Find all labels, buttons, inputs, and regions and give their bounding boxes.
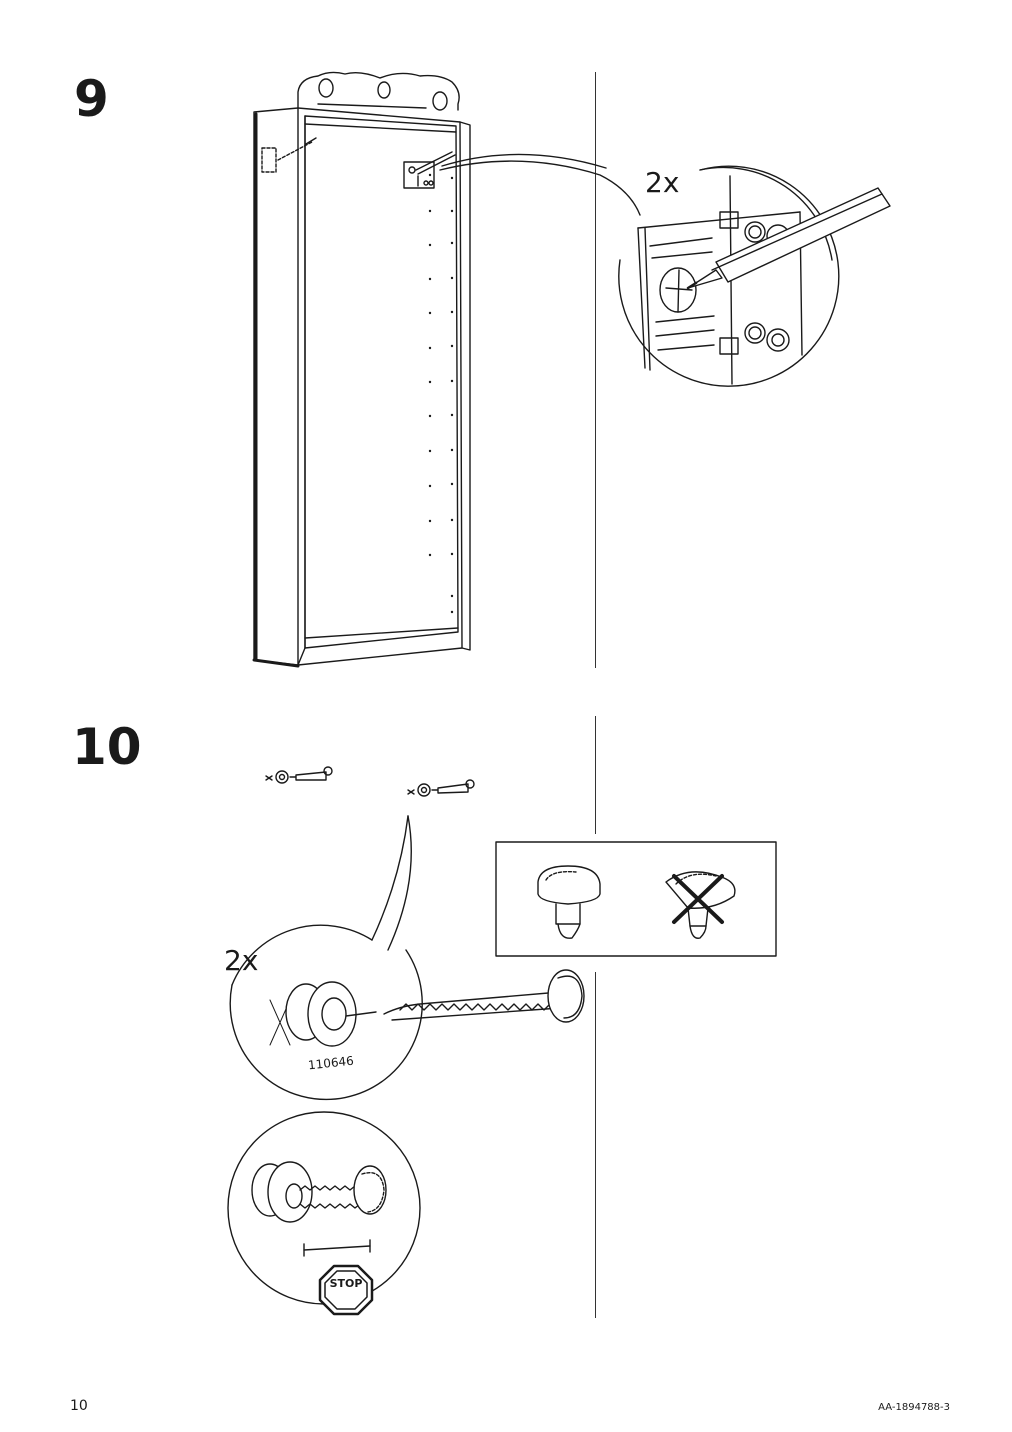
callout-line-9 xyxy=(439,160,641,216)
stop-label: STOP xyxy=(329,1277,363,1290)
wrong-screw-head xyxy=(665,871,736,939)
step-10-divider-top xyxy=(595,716,596,834)
screw-icon-small-2 xyxy=(407,779,475,797)
step-9-quantity: 2x xyxy=(645,166,680,199)
screw-head-check-box xyxy=(495,841,777,957)
step-9-number: 9 xyxy=(74,70,109,128)
step-10-quantity: 2x xyxy=(224,944,259,977)
document-code: AA-1894788-3 xyxy=(878,1402,950,1413)
zoom-circle-10a xyxy=(229,924,423,1101)
page-number: 10 xyxy=(70,1398,88,1414)
step-10-number: 10 xyxy=(72,718,142,776)
shelf-pin-holes xyxy=(428,173,454,614)
screw-icon-small-1 xyxy=(265,766,333,784)
step-10-divider-bottom xyxy=(595,972,596,1318)
correct-screw-head xyxy=(537,865,601,939)
pencil-icon xyxy=(686,187,891,290)
stop-sign-icon xyxy=(318,1264,374,1316)
cross-icon xyxy=(672,874,724,924)
screw-icon-large xyxy=(383,969,585,1023)
cabinet-frame xyxy=(252,71,471,668)
step-9-divider xyxy=(595,72,596,668)
callout-tail-10 xyxy=(387,815,412,951)
